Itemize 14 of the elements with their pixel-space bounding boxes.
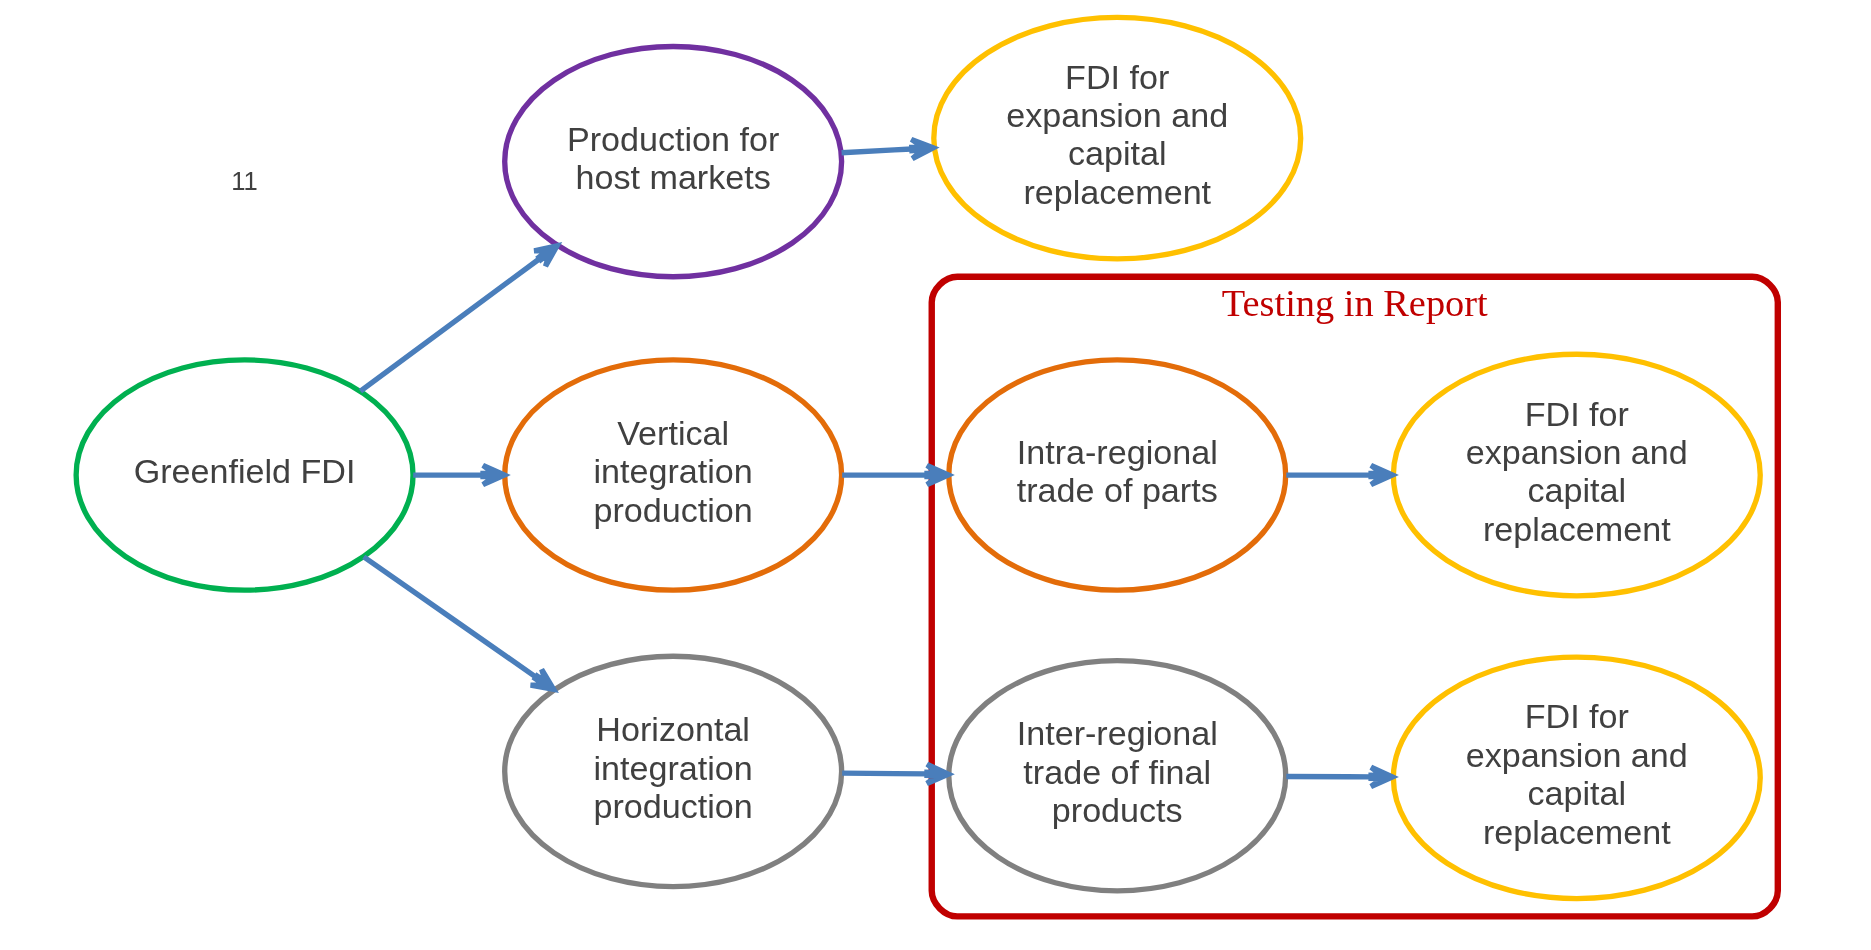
node-ellipse: Horizontal integration production [502,653,845,889]
node-ellipse: Intra-regional trade of parts [946,356,1289,593]
arrow [1286,764,1396,789]
node-ellipse: Inter-regional trade of final products [946,657,1289,893]
arrow [1286,462,1396,487]
label: 11 [231,166,258,195]
node-ellipse: FDI for expansion and capital replacement [931,14,1304,262]
arrow [362,554,557,692]
node-ellipse: FDI for expansion and capital replacement [1390,351,1763,598]
arrow [358,242,560,393]
node-ellipse: Vertical integration production [502,356,845,593]
node-ellipse: Greenfield FDI [73,356,416,593]
node-ellipse: FDI for expansion and capital replacement [1390,653,1763,901]
node-ellipse: Production for host markets [502,43,845,279]
